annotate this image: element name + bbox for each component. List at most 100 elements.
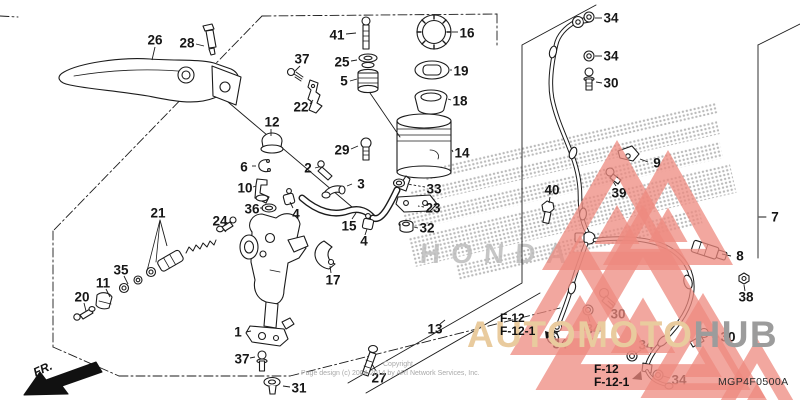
nut-33 — [392, 178, 406, 188]
grommet-31 — [263, 376, 281, 395]
bolt-40 — [541, 200, 555, 225]
f12-line1: F-12 — [594, 362, 619, 376]
callout-number-23: 23 — [425, 200, 441, 216]
callout-number-8: 8 — [736, 248, 744, 264]
bolt-37-lower — [256, 350, 268, 372]
nut-38 — [738, 272, 750, 285]
seal-ring-b — [145, 266, 157, 278]
callout-number-2: 2 — [304, 160, 312, 176]
callout-number-16: 16 — [459, 25, 475, 41]
callout-number-6: 6 — [240, 159, 248, 175]
automotohub-watermark: AUTOMOTOHUB — [467, 314, 778, 356]
callout-number-30: 30 — [603, 75, 619, 91]
joint-10 — [254, 178, 270, 204]
callout-number-41: 41 — [329, 27, 345, 43]
callout-number-24: 24 — [212, 213, 228, 229]
piston-21 — [157, 249, 184, 272]
watermark-triangle — [640, 293, 766, 398]
callout-number-14: 14 — [454, 145, 470, 161]
washer-35 — [118, 282, 130, 294]
dash-dot-border — [0, 13, 561, 377]
clamp-half-17 — [314, 240, 336, 270]
f12-reference-label: F-12 F-12-1 — [500, 312, 535, 338]
washer-25 — [358, 53, 378, 69]
bolt-29 — [360, 137, 372, 161]
f12-line2: F-12-1 — [500, 324, 536, 338]
callout-number-1: 1 — [234, 324, 242, 340]
callout-number-37: 37 — [294, 51, 310, 67]
diaphragm-18 — [414, 89, 448, 115]
o-ring-36 — [261, 203, 277, 213]
bolt-27 — [361, 344, 379, 377]
callout-number-13: 13 — [427, 321, 443, 337]
boot-5 — [357, 68, 379, 94]
reservoir-bolt-41 — [361, 16, 371, 50]
callout-number-26: 26 — [147, 32, 163, 48]
master-cylinder-body — [239, 213, 309, 329]
bracket-1 — [245, 317, 295, 347]
fr-direction-arrow — [23, 361, 103, 396]
callout-number-20: 20 — [74, 289, 90, 305]
callout-number-31: 31 — [291, 380, 307, 396]
f12-line1: F-12 — [500, 311, 525, 325]
banjo-bolt-30a — [583, 67, 595, 91]
callout-number-5: 5 — [340, 73, 348, 89]
leader-fan-21 — [146, 219, 161, 272]
watermark-triangle — [720, 338, 794, 400]
callout-number-11: 11 — [95, 275, 111, 291]
callout-number-3: 3 — [357, 176, 365, 192]
sealing-washer-34a — [583, 11, 595, 23]
callout-number-19: 19 — [453, 63, 469, 79]
spring — [185, 239, 217, 254]
f12-line2: F-12-1 — [594, 375, 630, 389]
callout-number-29: 29 — [334, 142, 350, 158]
callout-number-36: 36 — [244, 201, 260, 217]
callout-number-17: 17 — [325, 272, 341, 288]
f12-reference-label: F-12 F-12-1 — [594, 363, 629, 389]
lever-pin-2 — [317, 160, 333, 181]
diagram-code: MGP4F0500A — [718, 376, 789, 388]
callout-number-28: 28 — [179, 35, 195, 51]
flange-nut-32 — [398, 219, 414, 233]
callout-number-25: 25 — [334, 54, 350, 70]
watermark-triangle — [510, 235, 650, 355]
callout-number-18: 18 — [452, 93, 468, 109]
cap-plate-19 — [414, 60, 450, 80]
callout-number-38: 38 — [738, 289, 754, 305]
callout-number-9: 9 — [653, 155, 661, 171]
callout-number-37: 37 — [234, 351, 250, 367]
hose-clamp-4a — [282, 188, 296, 206]
callout-number-15: 15 — [341, 218, 357, 234]
reservoir-14 — [396, 113, 452, 192]
callout-number-34: 34 — [603, 48, 619, 64]
copyright-line1: Copyright — [383, 361, 413, 368]
elbow-3 — [321, 185, 346, 199]
boot-11 — [95, 292, 113, 310]
callout-number-40: 40 — [544, 182, 560, 198]
callout-number-33: 33 — [426, 181, 442, 197]
stay-23 — [395, 194, 438, 213]
hose-clamp-4b — [361, 213, 375, 231]
boot-cap-12 — [260, 132, 284, 154]
callout-number-27: 27 — [371, 370, 387, 386]
callout-number-22: 22 — [293, 99, 309, 115]
callout-number-10: 10 — [237, 180, 253, 196]
callout-number-4: 4 — [292, 206, 300, 222]
copyright-line2: Page design (c) 2004-2014 by ARI Network… — [301, 370, 480, 377]
callout-number-35: 35 — [113, 262, 129, 278]
circlip-6 — [258, 159, 271, 173]
callout-number-34: 34 — [603, 10, 619, 26]
watermark-text-hub: HUB — [693, 314, 779, 355]
sealing-washer-34b — [583, 50, 595, 62]
clamp-22 — [307, 79, 323, 114]
callout-number-21: 21 — [150, 205, 166, 221]
callout-number-7: 7 — [771, 209, 779, 225]
sealing-washer-34d — [551, 321, 563, 333]
reservoir-cap-16 — [416, 14, 452, 50]
screw-37-upper — [286, 67, 304, 82]
pivot-bolt-28 — [202, 23, 217, 56]
bleed-screw-20 — [73, 306, 96, 321]
